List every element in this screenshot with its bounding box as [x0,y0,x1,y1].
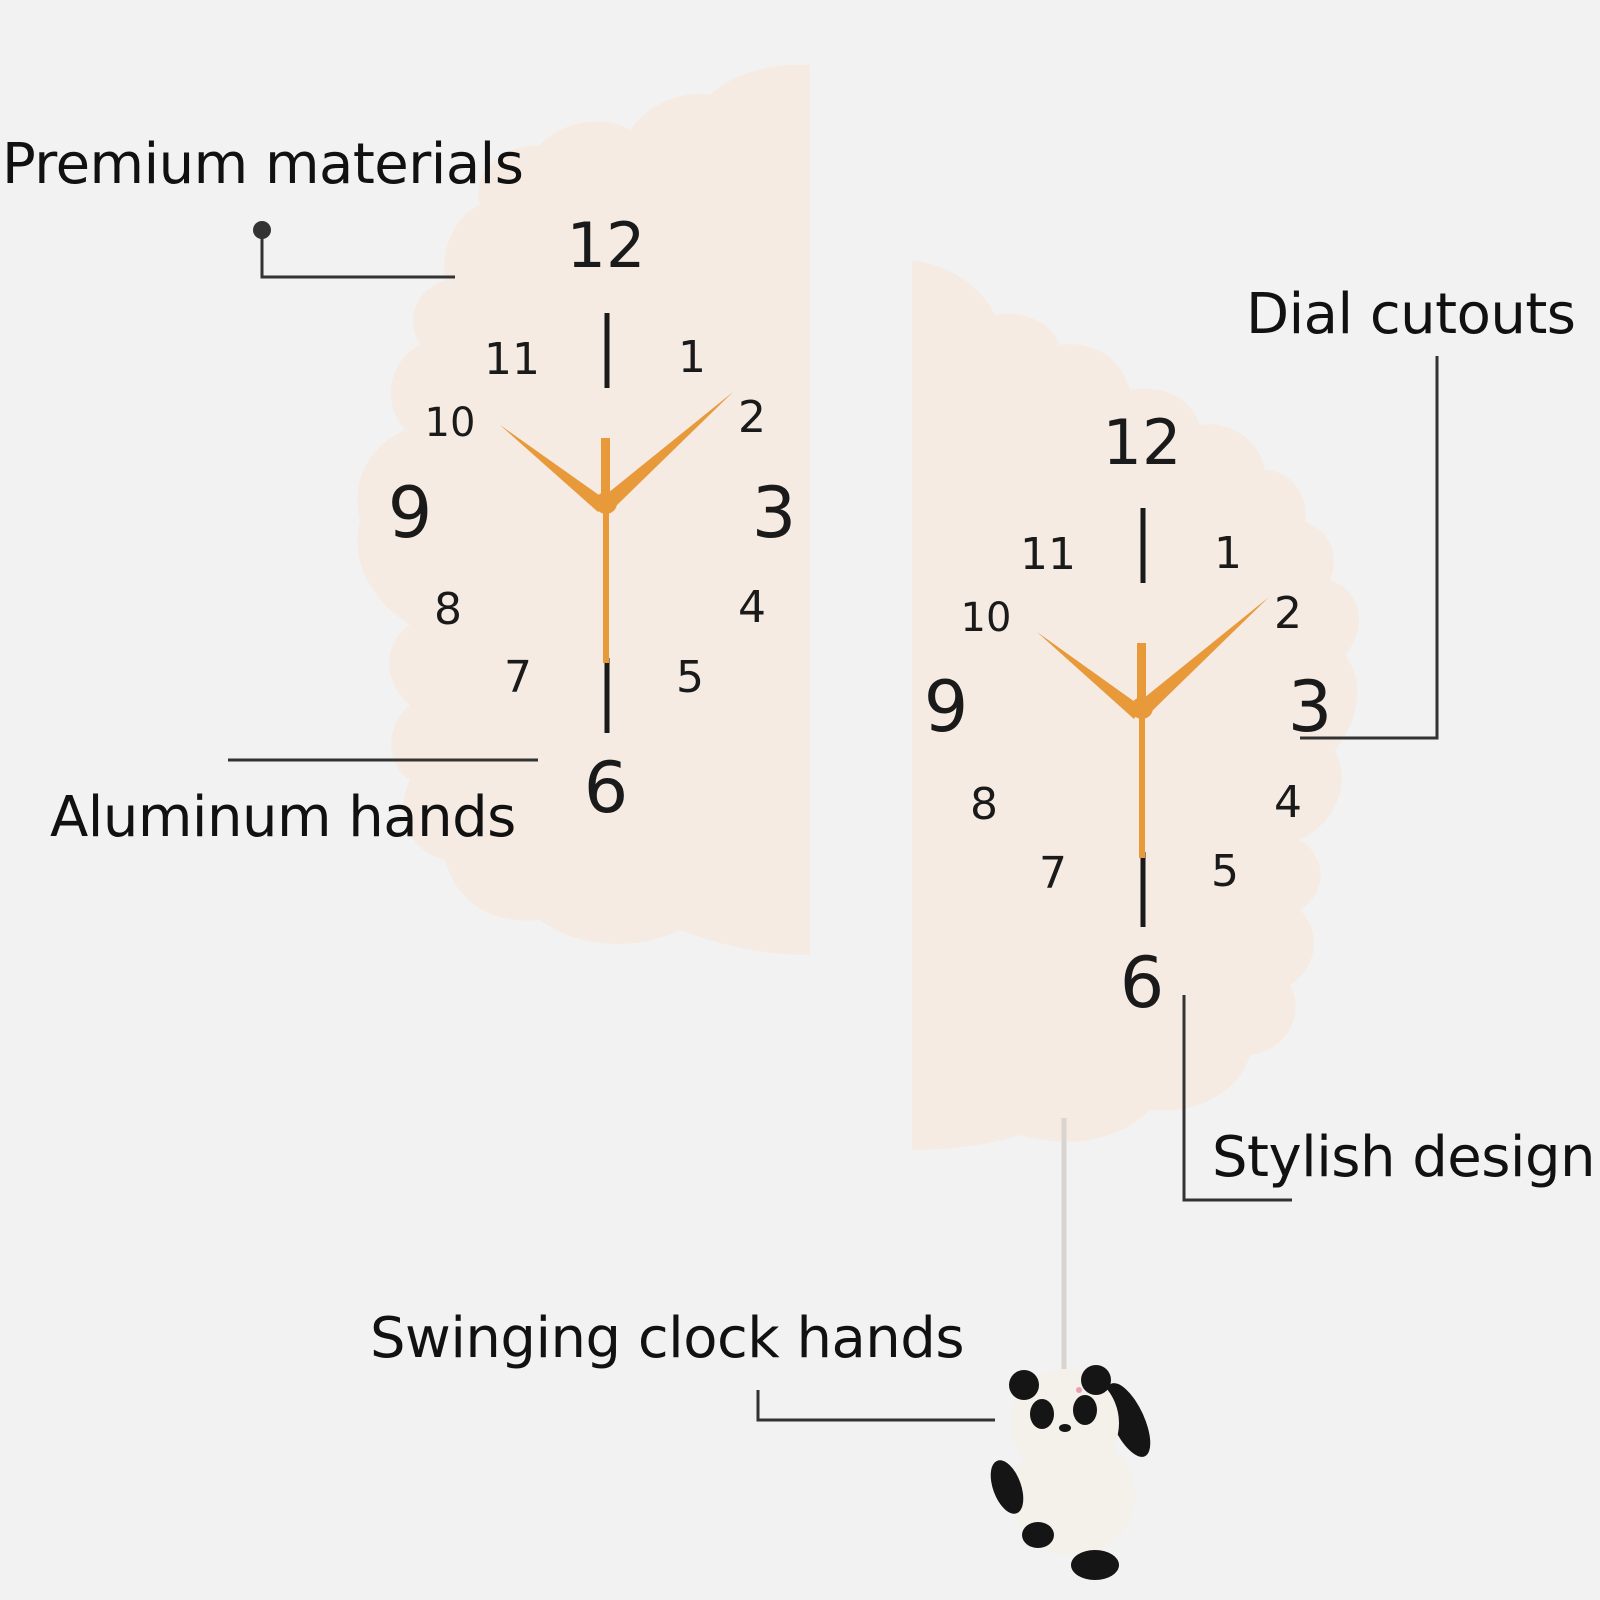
left-dial-number-6: 6 [584,747,629,829]
right-dial-number-9: 9 [924,666,969,748]
left-clock-hands [500,392,733,663]
left-dial-number-3: 3 [752,472,797,554]
dial-leader-line [1300,356,1439,740]
right-dial-number-1: 1 [1214,528,1242,579]
left-dial-number-2: 2 [738,392,766,443]
right-dial-number-3: 3 [1288,666,1333,748]
left-dial-number-5: 5 [676,652,704,703]
left-dial-number-4: 4 [738,582,766,633]
panda-pendulum-icon [990,1365,1151,1580]
right-dial-number-12: 12 [1103,406,1182,479]
right-clock-hands [1037,597,1269,858]
left-dial-number-11: 11 [484,334,540,385]
left-dial-number-8: 8 [434,584,462,635]
left-clock-face [357,64,810,955]
left-dial-number-12: 12 [567,209,646,282]
callout-aluminum-hands: Aluminum hands [50,785,516,850]
callout-stylish-design: Stylish design [1212,1125,1596,1190]
right-dial-number-2: 2 [1274,588,1302,639]
right-dial-number-8: 8 [970,779,998,830]
left-dial-number-9: 9 [388,472,433,554]
stylish-leader-line [1182,995,1292,1202]
right-dial-number-6: 6 [1120,942,1165,1024]
right-dial-number-7: 7 [1039,848,1067,899]
premium-leader-line [260,230,455,279]
left-dial-number-1: 1 [678,332,706,383]
right-dial-number-5: 5 [1211,846,1239,897]
left-dial-number-7: 7 [504,652,532,703]
right-dial-number-4: 4 [1274,777,1302,828]
callout-swinging-clock-hands: Swinging clock hands [370,1306,965,1371]
left-dial-number-10: 10 [425,400,476,446]
right-dial-number-10: 10 [961,595,1012,641]
callout-dial-cutouts: Dial cutouts [1246,282,1576,347]
right-dial-number-11: 11 [1020,529,1076,580]
swing-leader-line [756,1390,995,1422]
callout-premium-materials: Premium materials [2,132,524,197]
